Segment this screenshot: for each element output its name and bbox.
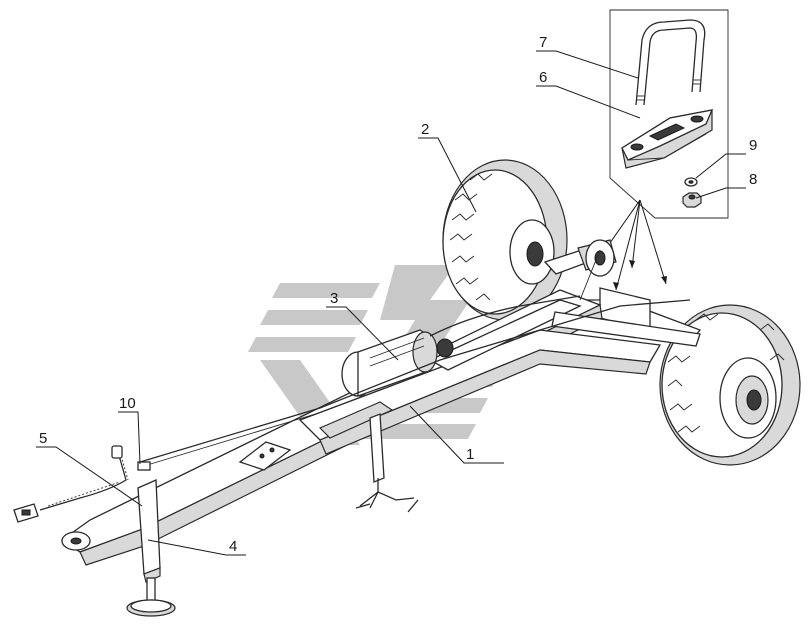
drawbar-frame xyxy=(60,289,701,566)
washer xyxy=(684,177,698,187)
callout-5: 5 xyxy=(39,430,47,447)
rear-support-stand xyxy=(355,413,419,513)
callout-labels: 1 2 3 4 5 6 7 8 9 10 xyxy=(39,34,757,555)
u-bolt xyxy=(635,19,706,106)
receiver-cylinder xyxy=(341,329,454,397)
brake-lines xyxy=(139,249,691,467)
callout-3: 3 xyxy=(330,290,338,307)
detail-inset xyxy=(596,9,729,291)
callout-8: 8 xyxy=(749,171,757,188)
callout-1: 1 xyxy=(466,446,474,463)
callout-2: 2 xyxy=(421,121,429,138)
rear-wheel-tire xyxy=(442,159,568,321)
callout-7: 7 xyxy=(539,34,547,51)
callout-10: 10 xyxy=(119,395,136,412)
callout-6: 6 xyxy=(539,69,547,86)
leader-lines xyxy=(36,50,746,556)
front-jack xyxy=(126,479,176,617)
coupling-hose xyxy=(13,445,151,523)
clamp-plate xyxy=(621,109,714,169)
nut xyxy=(682,192,702,208)
callout-9: 9 xyxy=(749,137,757,154)
callout-4: 4 xyxy=(229,538,237,555)
